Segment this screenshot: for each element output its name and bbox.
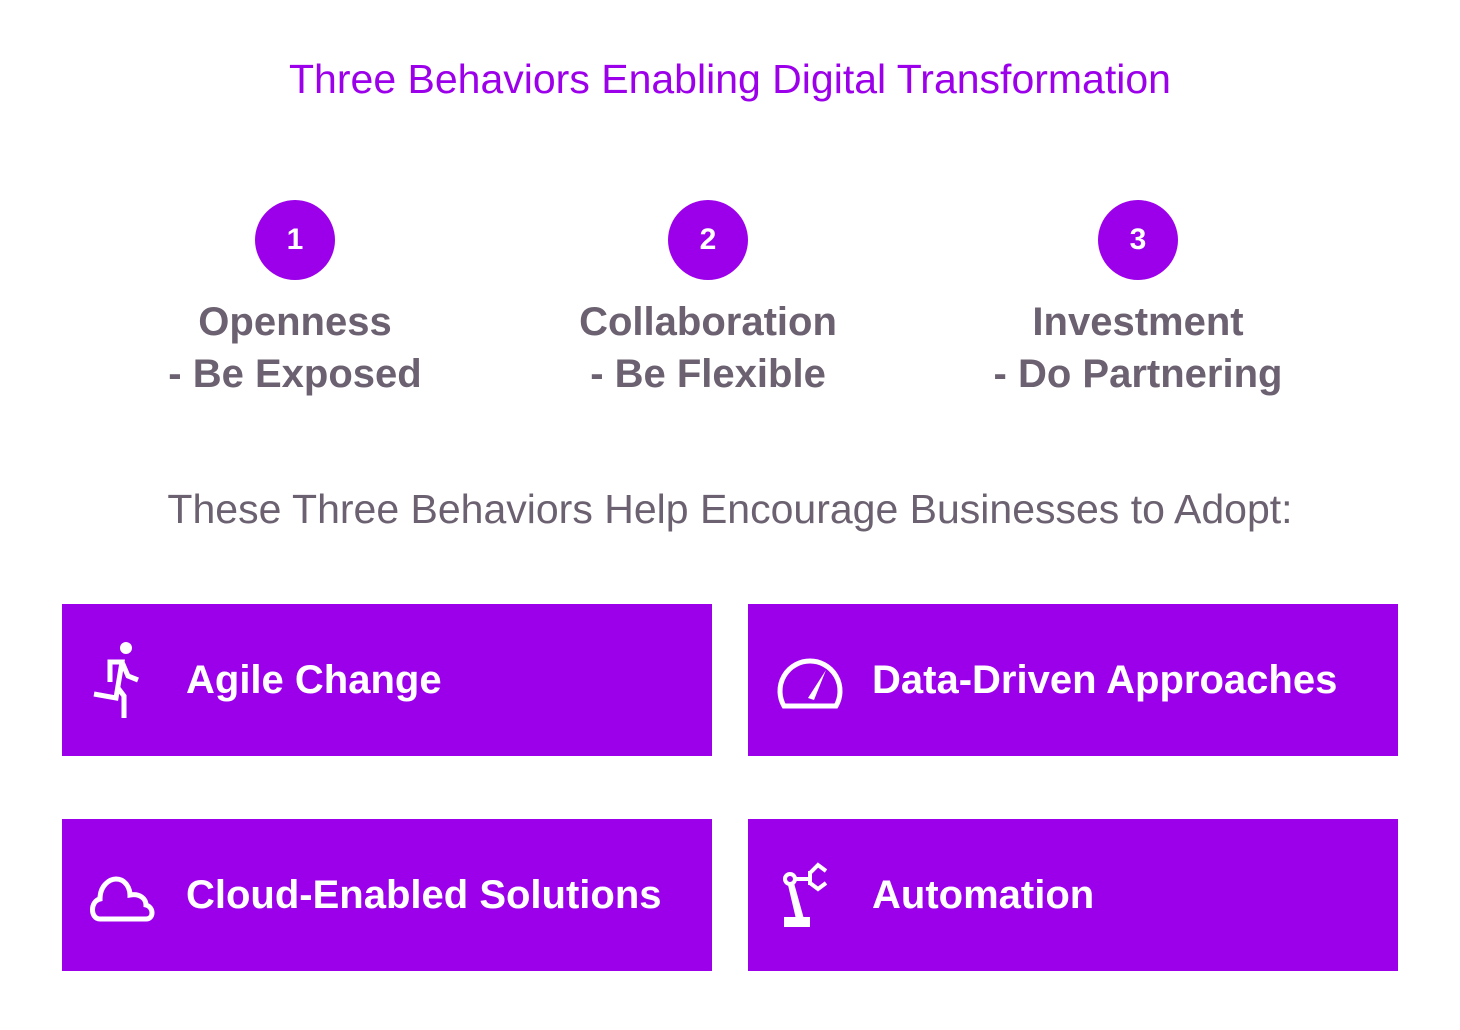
behavior-name: Collaboration — [579, 300, 837, 344]
behavior-detail: - Be Flexible — [590, 352, 826, 396]
running-person-icon — [93, 642, 139, 718]
behavior-name: Investment — [1032, 300, 1244, 344]
tile-label: Agile Change — [186, 657, 442, 702]
behavior-name: Openness — [198, 300, 392, 344]
page-title: Three Behaviors Enabling Digital Transfo… — [289, 56, 1171, 102]
robot-arm-icon — [783, 862, 828, 927]
tile-label: Cloud-Enabled Solutions — [186, 872, 662, 917]
behavior-openness: 1 Openness - Be Exposed — [95, 200, 495, 400]
tile-data-driven-approaches: Data-Driven Approaches — [748, 604, 1398, 756]
step-number-badge: 3 — [1098, 200, 1178, 280]
tile-agile-change: Agile Change — [62, 604, 712, 756]
step-number-badge: 1 — [255, 200, 335, 280]
behavior-detail: - Be Exposed — [168, 352, 422, 396]
tile-label: Data-Driven Approaches — [872, 657, 1338, 702]
behavior-collaboration: 2 Collaboration - Be Flexible — [508, 200, 908, 400]
subtitle: These Three Behaviors Help Encourage Bus… — [167, 486, 1293, 532]
tile-automation: Automation — [748, 819, 1398, 971]
behavior-investment: 3 Investment - Do Partnering — [938, 200, 1338, 400]
step-number-badge: 2 — [668, 200, 748, 280]
speedometer-icon — [777, 658, 843, 709]
behavior-detail: - Do Partnering — [993, 352, 1283, 396]
tile-label: Automation — [872, 872, 1095, 917]
tile-cloud-enabled-solutions: Cloud-Enabled Solutions — [62, 819, 712, 971]
cloud-icon — [90, 876, 155, 922]
